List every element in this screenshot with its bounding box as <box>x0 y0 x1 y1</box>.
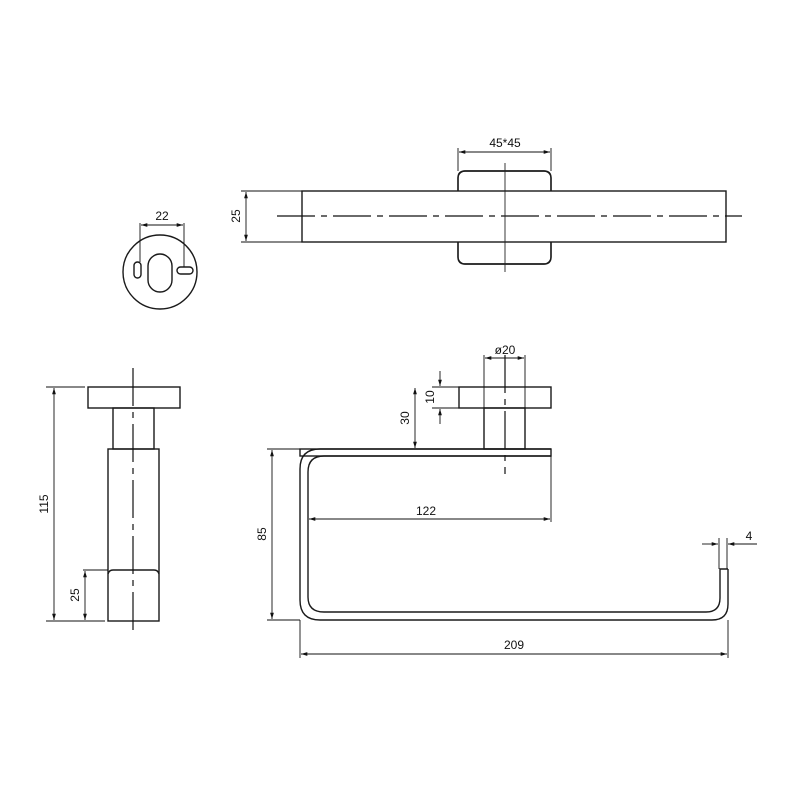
horizontal-slot-hole <box>176 266 194 275</box>
dim-post-height: 30 <box>398 411 412 425</box>
dim-hole-spacing: 22 <box>155 209 169 223</box>
front-view: ø20 10 30 85 122 209 4 <box>255 343 757 658</box>
dim-base-size: 45*45 <box>489 136 521 150</box>
dim-flange-thickness: 10 <box>423 390 437 404</box>
side-view: 115 25 <box>37 368 181 635</box>
ring-inner <box>307 455 728 613</box>
top-view: 45*45 25 <box>229 136 742 272</box>
plate-circle <box>122 234 198 310</box>
dim-height: 85 <box>255 527 269 541</box>
dim-end-cap: 25 <box>68 588 82 602</box>
horizontal-bar <box>301 190 727 243</box>
dim-overall-width: 209 <box>504 638 524 652</box>
ring-outer <box>299 448 729 621</box>
center-slot <box>147 253 173 293</box>
side-flange <box>87 386 181 409</box>
dim-wire-thickness: 4 <box>746 529 753 543</box>
mounting-plate-view: 22 <box>122 209 198 310</box>
dim-inner-width: 122 <box>416 504 436 518</box>
dim-post-diameter: ø20 <box>495 343 516 357</box>
front-arm <box>299 448 552 457</box>
vertical-slot-hole <box>133 261 142 279</box>
dim-total-height: 115 <box>37 494 51 513</box>
dim-bar-height: 25 <box>229 209 243 223</box>
